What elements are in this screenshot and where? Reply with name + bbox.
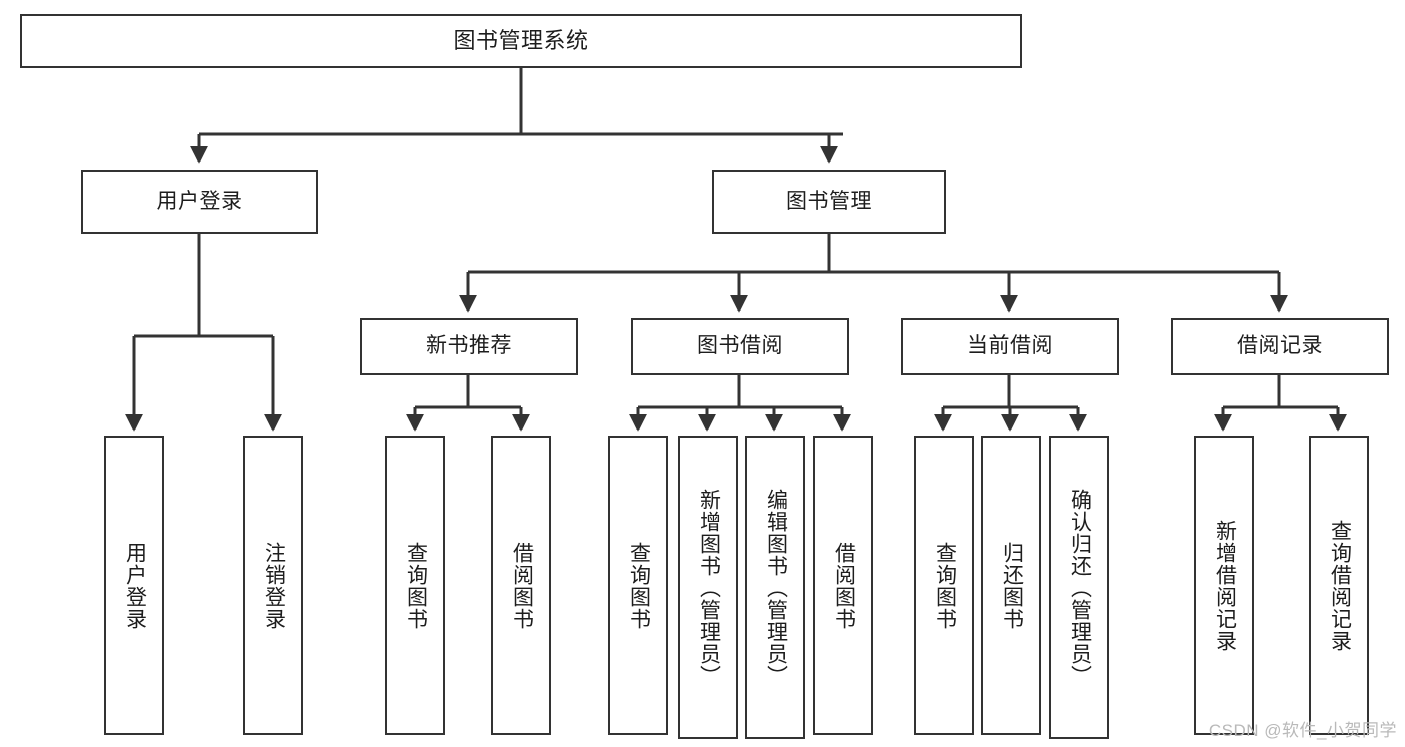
node-label: 图书借阅 (697, 334, 783, 358)
node-label: 查询图书 (933, 541, 957, 630)
node-query-borrow-record[interactable]: 查询借阅记录 (1309, 436, 1369, 735)
node-user-login-leaf[interactable]: 用户登录 (104, 436, 164, 735)
node-label: 确认归还（管理员） (1068, 488, 1092, 687)
node-label: 借阅图书 (510, 541, 534, 630)
node-borrow-book-2[interactable]: 借阅图书 (813, 436, 873, 735)
node-label: 查询图书 (404, 541, 428, 630)
node-book-management[interactable]: 图书管理 (712, 170, 946, 234)
node-current-borrow[interactable]: 当前借阅 (901, 318, 1119, 375)
node-label: 新增图书（管理员） (697, 488, 721, 687)
node-edit-book-admin[interactable]: 编辑图书（管理员） (745, 436, 805, 739)
node-label: 当前借阅 (967, 334, 1053, 358)
node-borrow-book-1[interactable]: 借阅图书 (491, 436, 551, 735)
node-label: 注销登录 (262, 541, 286, 630)
node-label: 编辑图书（管理员） (764, 488, 788, 687)
node-label: 图书管理 (786, 189, 872, 213)
node-label: 借阅记录 (1237, 334, 1323, 358)
node-label: 用户登录 (123, 541, 147, 630)
node-label: 借阅图书 (832, 541, 856, 630)
node-add-book-admin[interactable]: 新增图书（管理员） (678, 436, 738, 739)
node-label: 图书管理系统 (453, 28, 589, 54)
node-return-book[interactable]: 归还图书 (981, 436, 1041, 735)
node-confirm-return-admin[interactable]: 确认归还（管理员） (1049, 436, 1109, 739)
node-label: 用户登录 (156, 189, 243, 213)
node-query-book-2[interactable]: 查询图书 (608, 436, 668, 735)
node-label: 查询借阅记录 (1328, 519, 1352, 652)
node-logout-leaf[interactable]: 注销登录 (243, 436, 303, 735)
node-new-book-recommend[interactable]: 新书推荐 (360, 318, 578, 375)
node-user-login[interactable]: 用户登录 (81, 170, 318, 234)
node-query-book-3[interactable]: 查询图书 (914, 436, 974, 735)
node-query-book-1[interactable]: 查询图书 (385, 436, 445, 735)
node-add-borrow-record[interactable]: 新增借阅记录 (1194, 436, 1254, 735)
node-label: 新书推荐 (426, 334, 512, 358)
node-label: 归还图书 (1000, 541, 1024, 630)
node-book-management-system[interactable]: 图书管理系统 (20, 14, 1022, 68)
node-borrow-record[interactable]: 借阅记录 (1171, 318, 1389, 375)
node-label: 查询图书 (627, 541, 651, 630)
node-label: 新增借阅记录 (1213, 519, 1237, 652)
node-book-borrow[interactable]: 图书借阅 (631, 318, 849, 375)
